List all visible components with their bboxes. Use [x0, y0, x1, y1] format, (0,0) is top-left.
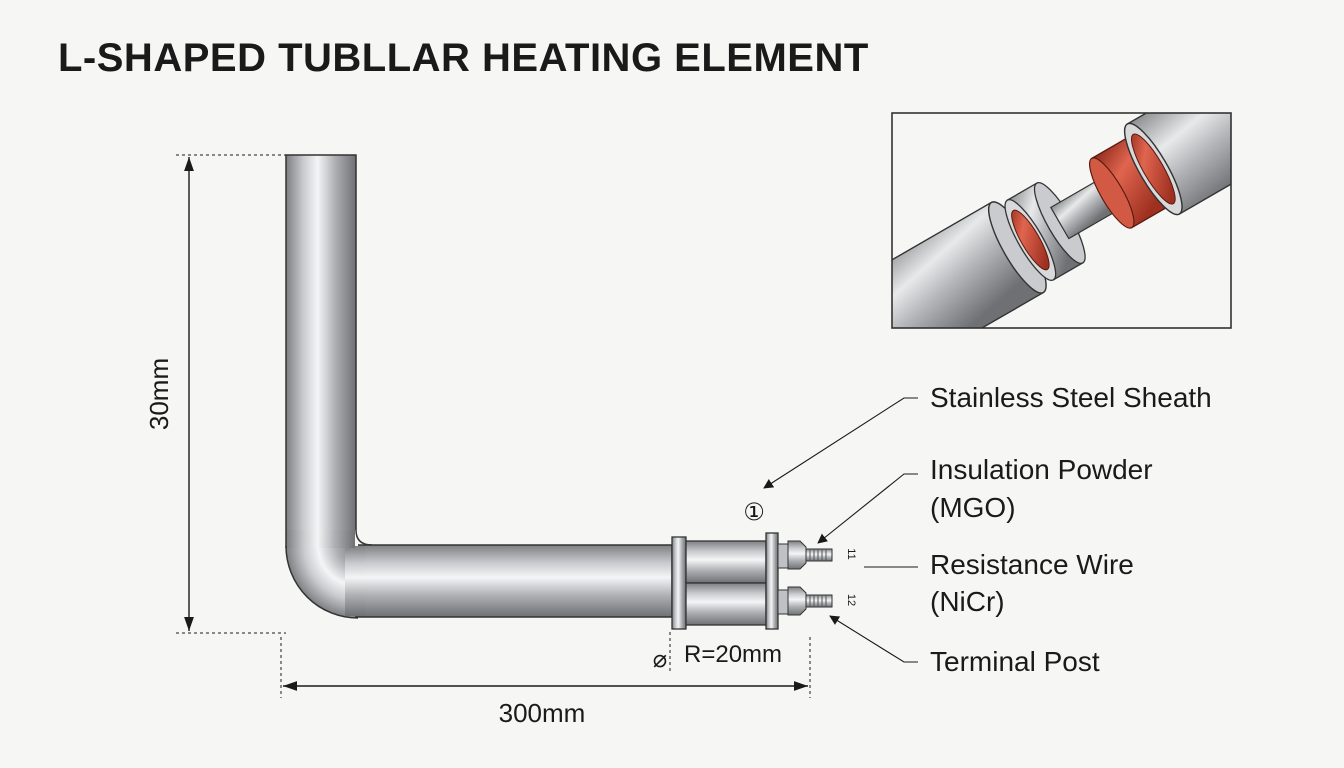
vertical-dimension-label: 30mm: [144, 358, 174, 430]
circled-marker: ①: [743, 499, 765, 526]
horizontal-dimension: [280, 632, 811, 698]
diameter-symbol: ⌀: [653, 646, 667, 673]
lower-terminal-nut: [787, 586, 807, 616]
horizontal-dimension-label: 300mm: [499, 698, 586, 728]
pin-label-1: 11: [845, 548, 857, 559]
tube-vertical-leg: [285, 154, 357, 548]
callout-insulation-line2: (MGO): [930, 492, 1016, 523]
tube-horizontal-leg: [355, 544, 673, 618]
inset-frame: [891, 112, 1232, 329]
upper-terminal-nut: [787, 540, 807, 570]
radius-label: R=20mm: [684, 641, 782, 668]
callout-terminal: Terminal Post: [930, 646, 1100, 677]
lower-barrel: [685, 582, 767, 626]
upper-barrel: [685, 540, 767, 584]
callout-sheath: Stainless Steel Sheath: [930, 382, 1212, 413]
end-collar: [671, 536, 687, 630]
l-shaped-tube: [285, 154, 673, 619]
callout-wire-line1: Resistance Wire: [930, 549, 1134, 580]
cutaway-inset: [891, 112, 1232, 329]
end-flange: [765, 532, 779, 630]
callout-leaders: [763, 397, 918, 663]
callout-insulation-line1: Insulation Powder: [930, 454, 1153, 485]
callout-wire-line2: (NiCr): [930, 586, 1005, 617]
vertical-dimension: [176, 154, 286, 634]
page-title: L-SHAPED TUBLLAR HEATING ELEMENT: [58, 36, 869, 80]
terminal-assembly: [671, 532, 833, 630]
pin-label-2: 12: [845, 594, 857, 606]
tube-bend: [286, 546, 358, 618]
